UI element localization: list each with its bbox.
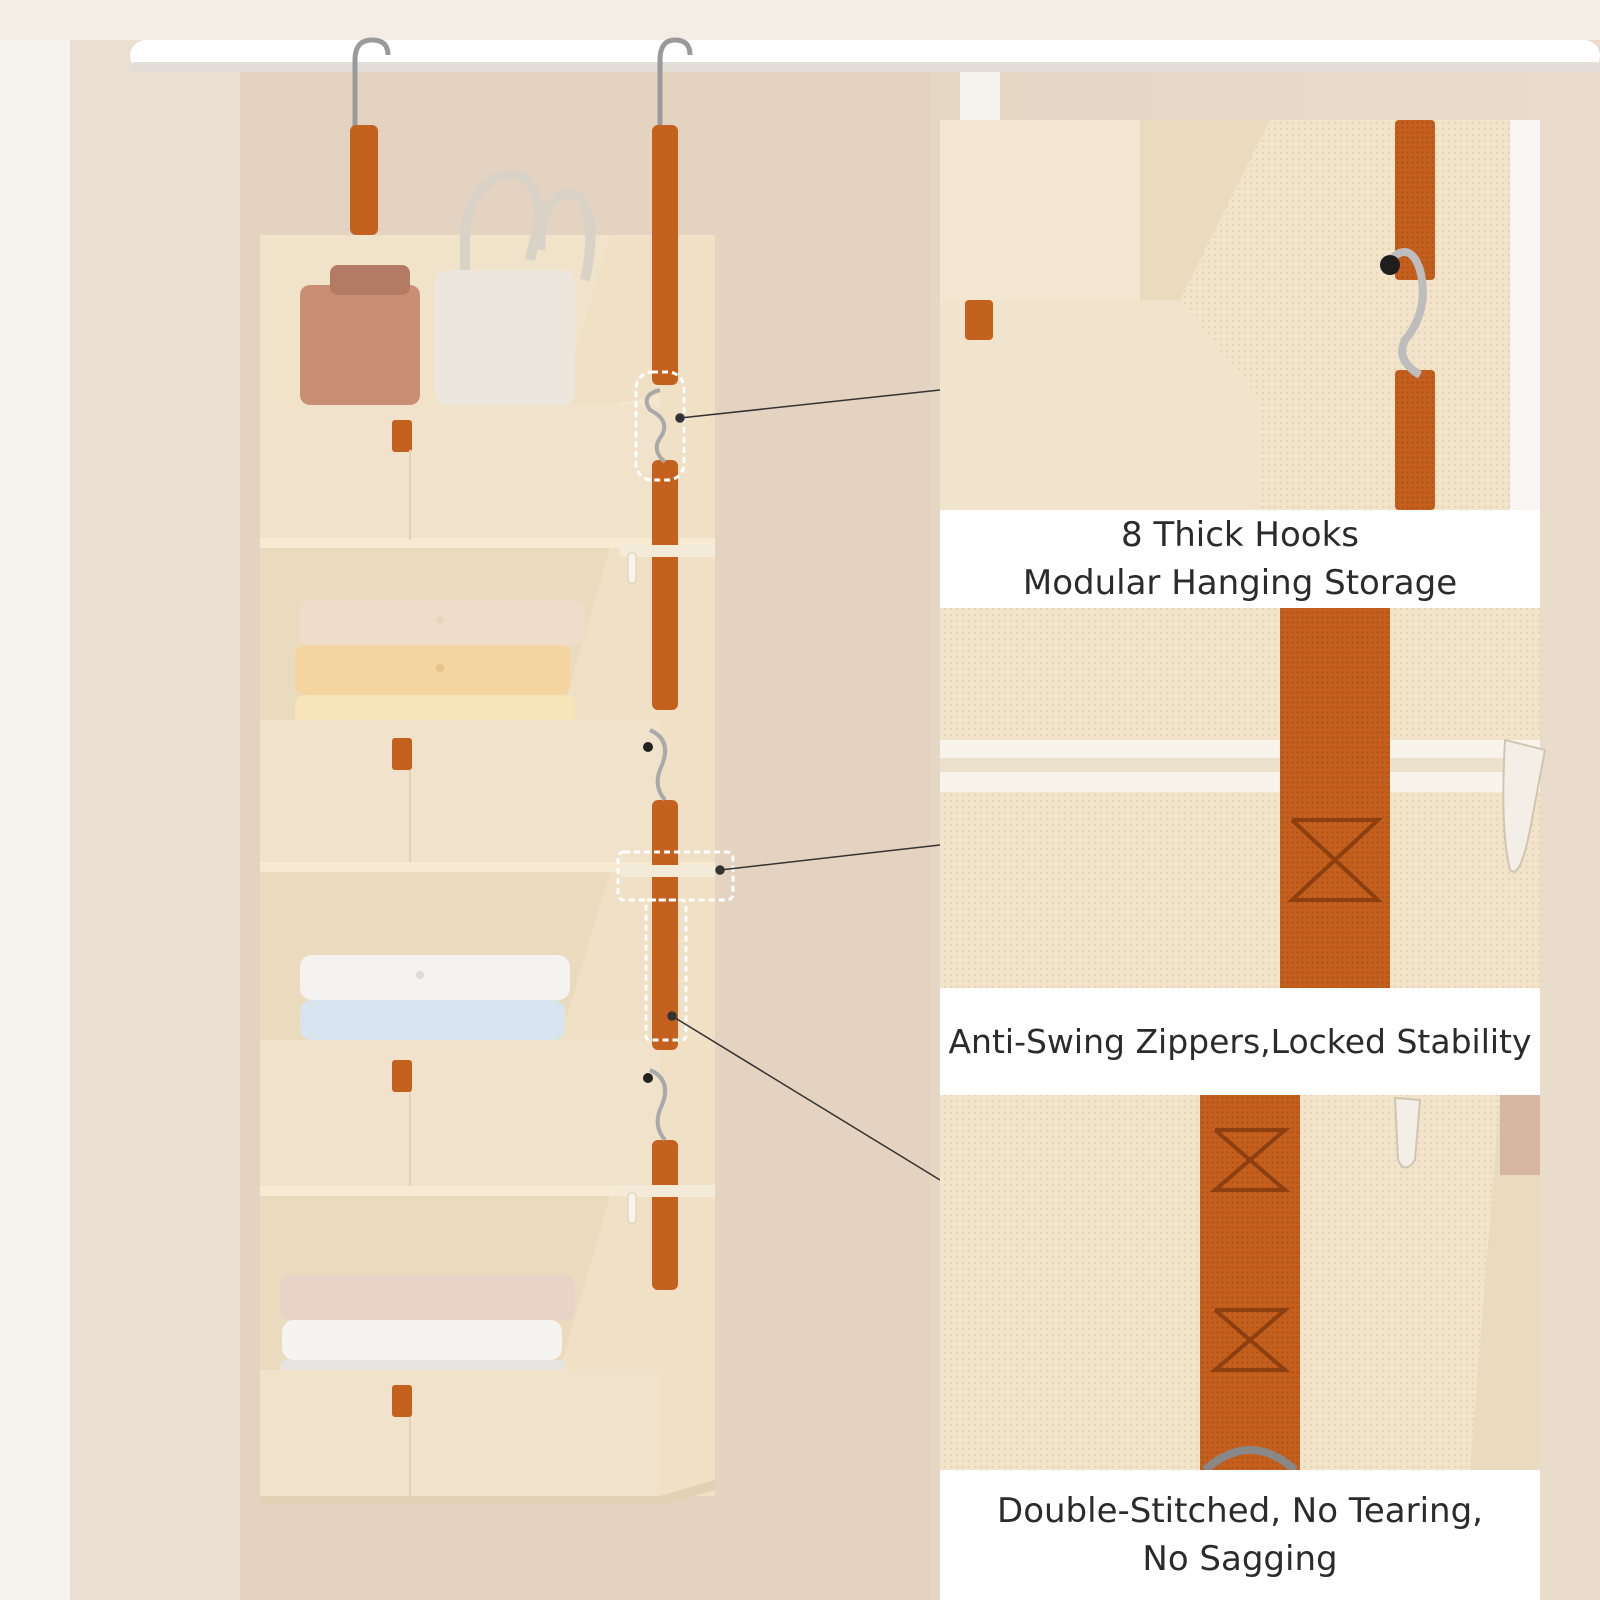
s-hook-2: [649, 728, 667, 802]
hanging-hook-left: [352, 37, 391, 130]
storage-bin-3: [260, 872, 715, 1196]
detail-panel-hooks: [940, 120, 1540, 510]
caption-stitching-line2: No Sagging: [1142, 1539, 1338, 1579]
detail-panel-stitching: [940, 1095, 1540, 1474]
caption-zippers: Anti-Swing Zippers,Locked Stability: [940, 988, 1540, 1095]
detail-panel-zipper: [940, 608, 1547, 988]
closet-rod: [130, 40, 1600, 72]
caption-stitching: Double-Stitched, No Tearing, No Sagging: [940, 1470, 1540, 1600]
storage-bin-2: [260, 548, 715, 872]
caption-stitching-line1: Double-Stitched, No Tearing,: [997, 1491, 1483, 1531]
caption-hooks: 8 Thick Hooks Modular Hanging Storage: [940, 510, 1540, 608]
storage-bin-4: [260, 1196, 715, 1505]
caption-hooks-line2: Modular Hanging Storage: [1022, 563, 1458, 603]
callout-lines: [667, 389, 941, 1181]
storage-bin-1: [260, 169, 715, 548]
hanging-hook-right: [657, 37, 693, 130]
highlight-markers: [616, 370, 735, 1042]
caption-hooks-line1: 8 Thick Hooks: [1121, 515, 1359, 555]
s-hook-1: [644, 388, 667, 464]
s-hook-3: [649, 1068, 667, 1142]
side-strap-column: [652, 125, 678, 1290]
top-strap-left: [350, 125, 378, 235]
caption-zippers-line1: Anti-Swing Zippers,Locked Stability: [948, 1021, 1532, 1061]
zipper-markers: [620, 545, 715, 1224]
